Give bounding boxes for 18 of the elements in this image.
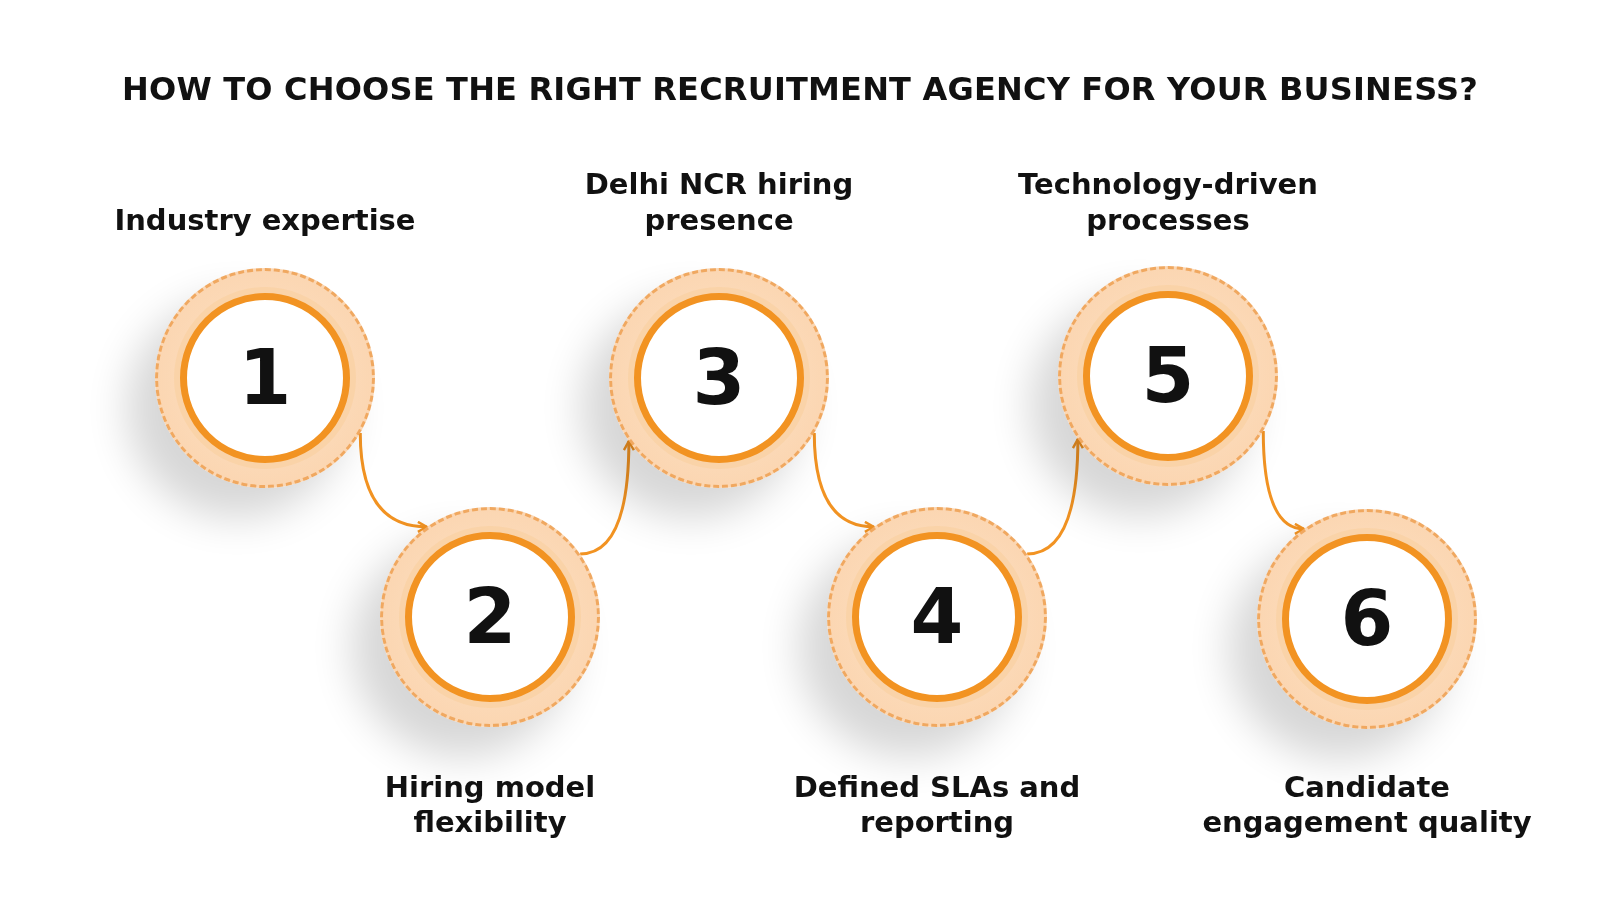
- step-label: Hiring model flexibility: [383, 770, 597, 841]
- step-number: 1: [238, 340, 292, 416]
- step-number: 2: [463, 579, 517, 655]
- curved-arrow: [358, 432, 429, 533]
- step-label: Industry expertise: [113, 202, 417, 238]
- step-number: 3: [692, 340, 746, 416]
- step-label: Candidate engagement quality: [1201, 770, 1533, 841]
- curved-arrow: [1026, 437, 1084, 556]
- curved-arrow: [1261, 430, 1306, 535]
- curved-arrow: [579, 439, 635, 556]
- step-label: Defined SLAs and reporting: [792, 770, 1082, 841]
- step-label: Technology-driven processes: [1017, 167, 1319, 238]
- step-label: Delhi NCR hiring presence: [583, 167, 855, 238]
- step-number: 6: [1340, 581, 1394, 657]
- step-number: 4: [910, 579, 964, 655]
- step-number: 5: [1141, 338, 1195, 414]
- title: HOW TO CHOOSE THE RIGHT RECRUITMENT AGENCY FOR YOUR BUSINESS?: [122, 70, 1478, 108]
- curved-arrow: [812, 432, 876, 533]
